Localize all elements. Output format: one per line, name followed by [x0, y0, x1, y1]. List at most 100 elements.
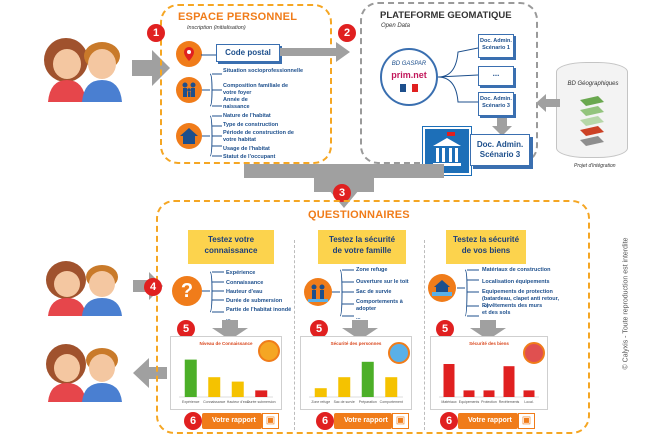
- knowledge-brace: [202, 271, 224, 313]
- step-badge-6c: 6: [440, 412, 458, 430]
- copyright-text: © Calyxis - Toute reproduction est inter…: [622, 237, 630, 370]
- questionnaires-box: [156, 200, 590, 434]
- chart-bar: [338, 377, 351, 397]
- house-field-4: Usage de l'habitat: [223, 146, 270, 152]
- espace-title: ESPACE PERSONNEL: [178, 11, 298, 23]
- chart-tick-label: Sac de survie: [334, 400, 355, 404]
- family-safety-item-3: Sac de survie: [356, 289, 392, 295]
- step-badge-1: 1: [147, 24, 165, 42]
- couple-illustration-top: [44, 38, 122, 102]
- family-brace: [202, 73, 222, 107]
- chart-tick-label: Zone refuge: [311, 400, 330, 404]
- couple-illustration-bottom: [46, 344, 122, 402]
- doc-main-scenario-3[interactable]: Doc. Admin. Scénario 3: [470, 134, 530, 166]
- chart-bar: [361, 361, 374, 397]
- flooded-house-icon: [428, 274, 456, 302]
- chart-tick-label: Durée submersion: [247, 400, 276, 404]
- chart-title-knowledge: Niveau de Connaissance: [199, 341, 253, 346]
- question-mark-icon: ?: [172, 276, 202, 306]
- chart-title-family: Sécurité des personnes: [330, 341, 382, 346]
- quiz-title-knowledge[interactable]: Testez votre connaissance: [188, 230, 274, 264]
- step-badge-4: 4: [144, 278, 162, 296]
- chart-title-property: Sécurité des biens: [469, 341, 509, 346]
- prim-net-logo: prim.net: [391, 70, 427, 80]
- chart-bar: [314, 388, 327, 397]
- separator-2: [424, 240, 425, 430]
- doc-scenario-1: Doc. Admin. Scénario 1: [478, 34, 514, 58]
- step-badge-5a: 5: [177, 320, 195, 338]
- bd-geo-title: BD Géographiques: [567, 81, 619, 87]
- arrow-docs-down: [492, 118, 512, 136]
- chart-tick-label: Matériaux: [441, 400, 457, 404]
- property-medallion-icon: [523, 342, 545, 364]
- book-icon[interactable]: ▣: [518, 413, 535, 429]
- quiz-title-family[interactable]: Testez la sécurité de votre famille: [318, 230, 406, 264]
- knowledge-medallion-icon: [258, 340, 280, 362]
- arrow-down-col-1: [212, 320, 248, 340]
- family-safety-item-1: Zone refuge: [356, 267, 388, 273]
- property-item-1: Matériaux de construction: [482, 267, 551, 273]
- step-badge-2: 2: [338, 24, 356, 42]
- chart-tick-label: Préparation: [359, 400, 377, 404]
- gaspar-connectors: [437, 47, 479, 103]
- family-field-3: Année de naissance: [223, 97, 250, 110]
- knowledge-item-3: Hauteur d'eau: [226, 289, 263, 295]
- separator-1: [294, 240, 295, 430]
- doc-ellipsis: ...: [478, 66, 514, 86]
- knowledge-item-1: Expérience: [226, 270, 256, 276]
- chart-tick-label: Equipements: [459, 400, 480, 404]
- plateforme-subtitle: Open Data: [381, 23, 411, 29]
- questionnaires-title: QUESTIONNAIRES: [308, 209, 410, 221]
- gaspar-label: BD GASPAR: [391, 61, 427, 67]
- property-item-4: Revêtements des murs et des sols: [482, 303, 543, 316]
- espace-subtitle: Inscription (initialisation): [187, 25, 246, 31]
- family-field-1: Situation socioprofessionnelle: [223, 68, 304, 74]
- doc-scenario-3-small: Doc. Admin. Scénario 3: [478, 92, 514, 116]
- step-badge-6b: 6: [316, 412, 334, 430]
- report-button-property[interactable]: Votre rapport: [458, 413, 518, 429]
- chart-bar: [255, 390, 268, 397]
- family-safety-item-2: Ouverture sur le toit: [356, 279, 409, 285]
- book-icon[interactable]: ▣: [392, 413, 409, 429]
- family-field-2: Composition familiale de votre foyer: [223, 83, 289, 96]
- book-icon[interactable]: ▣: [262, 413, 279, 429]
- chart-bar: [443, 364, 455, 397]
- family-safety-brace: [332, 269, 354, 317]
- report-button-knowledge[interactable]: Votre rapport: [202, 413, 262, 429]
- house-field-2: Type de construction: [223, 122, 279, 128]
- family-icon: [176, 77, 202, 103]
- chart-tick-label: Comportement: [380, 400, 403, 404]
- gaspar-circle: BD GASPAR prim.net: [380, 48, 438, 106]
- chart-bar: [231, 381, 244, 397]
- family-safety-item-4: Comportements à adopter: [356, 299, 403, 312]
- arrow-to-people-bottom: [133, 358, 167, 388]
- chart-tick-label: Local.: [524, 400, 533, 404]
- step-badge-5b: 5: [310, 320, 328, 338]
- family-medallion-icon: [388, 342, 410, 364]
- building-icon[interactable]: [423, 127, 471, 175]
- house-field-1: Nature de l'habitat: [223, 113, 271, 119]
- arrow-code-postal: [280, 42, 350, 62]
- quiz-title-property[interactable]: Testez la sécurité de vos biens: [446, 230, 526, 264]
- chart-bar: [385, 377, 398, 397]
- house-field-3: Période de construction de votre habitat: [223, 130, 294, 143]
- location-pin-icon: [176, 41, 202, 67]
- step-badge-5c: 5: [436, 320, 454, 338]
- espace-personnel-box: [160, 4, 332, 164]
- step-badge-3: 3: [333, 184, 351, 202]
- plateforme-title: PLATEFORME GEOMATIQUE: [380, 10, 512, 21]
- code-postal-field[interactable]: Code postal: [216, 44, 280, 62]
- arrow-down-col-2: [342, 320, 378, 340]
- property-item-3: Equipements de protection (batardeau, cl…: [482, 289, 560, 309]
- arrow-down-col-3: [470, 320, 506, 340]
- house-brace: [202, 115, 222, 157]
- knowledge-item-6: ...: [226, 316, 231, 322]
- chart-bar: [503, 366, 515, 397]
- report-button-family[interactable]: Votre rapport: [334, 413, 392, 429]
- bd-geo-caption: Projet d'intégration: [574, 163, 616, 169]
- property-brace: [457, 269, 479, 317]
